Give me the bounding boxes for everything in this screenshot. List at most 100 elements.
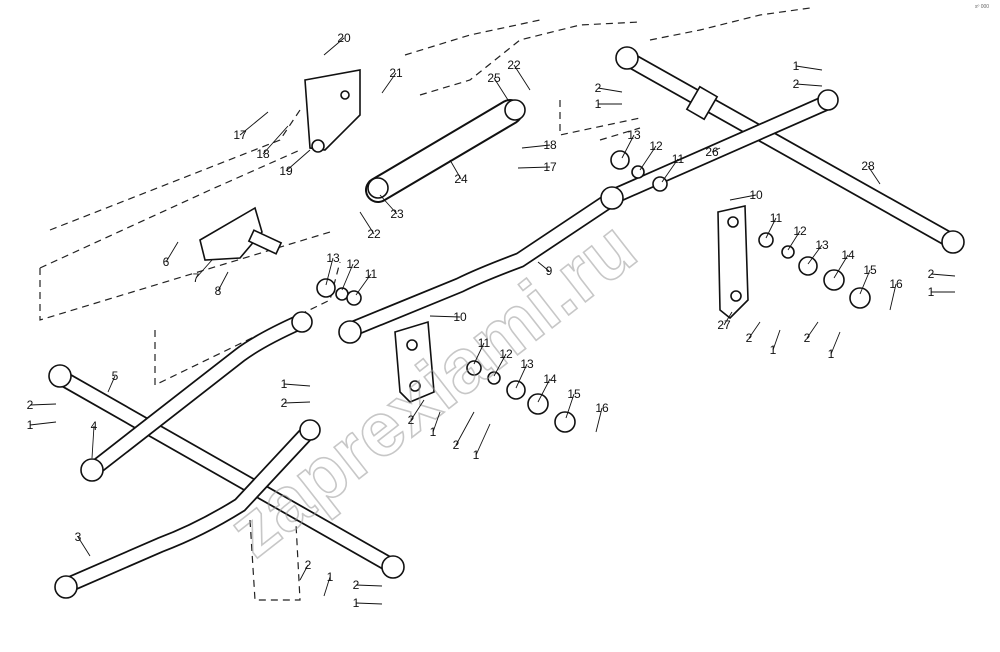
callout-c25: 25 <box>487 71 501 85</box>
power-cylinder-24 <box>365 99 526 203</box>
bushing-set-center <box>466 360 576 433</box>
leader-line-c16a <box>889 283 897 311</box>
leader-line-c17a <box>239 111 269 136</box>
leader-line-c12d <box>493 353 507 377</box>
callout-c17b: 17 <box>543 160 557 174</box>
leader-line-c11b <box>661 158 679 183</box>
callout-c2f: 2 <box>408 413 415 427</box>
leader-line-c1e <box>830 331 841 355</box>
leader-line-c4 <box>91 425 95 459</box>
leader-line-c1d <box>772 329 781 351</box>
callout-c16b: 16 <box>595 401 609 415</box>
leader-line-c13c <box>807 244 823 265</box>
callout-c28: 28 <box>861 159 875 173</box>
callout-c22b: 22 <box>367 227 381 241</box>
callout-c1i: 1 <box>281 377 288 391</box>
callout-c2h: 2 <box>27 398 34 412</box>
drag-link-26 <box>602 89 839 206</box>
leader-line-c1i <box>283 383 311 387</box>
leader-line-c12a <box>341 263 354 291</box>
leader-line-c20 <box>323 37 345 56</box>
callout-c1b: 1 <box>793 59 800 73</box>
leader-line-c1g <box>475 423 491 456</box>
leader-line-c15a <box>859 269 871 295</box>
leader-line-c2b <box>795 83 823 87</box>
idler-arm <box>394 320 435 403</box>
callout-c23: 23 <box>390 207 404 221</box>
callout-c11a: 11 <box>365 267 378 281</box>
corner-mark: sº 000 <box>975 4 989 10</box>
leader-line-c11c <box>765 217 777 239</box>
bushing-set-upper <box>610 150 668 192</box>
callout-c18b: 18 <box>543 138 557 152</box>
leader-line-c1f <box>432 411 441 433</box>
callout-c15a: 15 <box>863 263 877 277</box>
callout-c26: 26 <box>705 145 719 159</box>
leader-line-c9 <box>537 261 550 272</box>
callout-c16a: 16 <box>889 277 903 291</box>
callout-c15b: 15 <box>567 387 581 401</box>
callout-c1d: 1 <box>770 343 777 357</box>
leader-line-c1k <box>355 602 383 605</box>
leader-line-c18b <box>521 144 551 149</box>
callout-c14b: 14 <box>543 372 557 386</box>
leader-line-c3 <box>77 536 91 557</box>
callout-c11b: 11 <box>672 152 685 166</box>
callout-c1e: 1 <box>828 347 835 361</box>
leader-line-c2d <box>748 321 761 339</box>
leader-line-c27 <box>723 311 733 326</box>
callout-c4: 4 <box>91 419 98 433</box>
leader-line-c22b <box>359 211 375 235</box>
callout-c13a: 13 <box>326 251 340 265</box>
callout-c6: 6 <box>163 255 170 269</box>
tie-rod-4 <box>80 311 313 482</box>
callout-c2j: 2 <box>305 558 312 572</box>
pitman-arm-27 <box>717 205 749 320</box>
callout-c2e: 2 <box>804 331 811 345</box>
callout-c21: 21 <box>389 66 403 80</box>
callout-c1h: 1 <box>27 418 34 432</box>
callout-c11d: 11 <box>478 336 491 350</box>
leader-line-c12b <box>639 145 657 171</box>
callout-c5: 5 <box>112 369 119 383</box>
callout-c24: 24 <box>454 172 468 186</box>
leader-line-c13a <box>325 257 334 286</box>
bracket-19 <box>304 69 361 153</box>
callout-c8: 8 <box>215 284 222 298</box>
leader-line-c2c <box>930 273 956 277</box>
leader-line-c16b <box>595 407 603 433</box>
leader-line-c2h <box>29 403 57 406</box>
callout-c14a: 14 <box>841 248 855 262</box>
leader-line-c28 <box>867 165 881 185</box>
callout-c12a: 12 <box>346 257 360 271</box>
leader-line-c2g <box>455 411 475 446</box>
leader-line-c2e <box>806 321 819 339</box>
bracket-7 <box>199 206 283 261</box>
callout-c7: 7 <box>193 271 200 285</box>
callout-c27: 27 <box>717 318 731 332</box>
leader-line-c1j <box>323 576 331 597</box>
leader-line-c7 <box>195 259 213 279</box>
callout-c17a: 17 <box>233 128 247 142</box>
leader-line-c22a <box>513 64 531 91</box>
leader-line-c2a <box>597 87 623 93</box>
callout-c22a: 22 <box>507 58 521 72</box>
callout-c11c: 11 <box>770 211 783 225</box>
callout-c1a: 1 <box>595 97 602 111</box>
callout-c13d: 13 <box>520 357 534 371</box>
leader-line-c26 <box>711 147 721 153</box>
callout-c2d: 2 <box>746 331 753 345</box>
leader-line-c24 <box>449 159 462 180</box>
leader-line-c19 <box>285 149 311 172</box>
callout-c2b: 2 <box>793 77 800 91</box>
callout-c2k: 2 <box>353 578 360 592</box>
frame-outline <box>39 7 811 601</box>
callout-c1g: 1 <box>473 448 480 462</box>
leader-line-c1h <box>29 421 57 426</box>
callout-c2i: 2 <box>281 396 288 410</box>
callout-c1f: 1 <box>430 425 437 439</box>
leader-line-c8 <box>217 271 229 292</box>
callout-c13b: 13 <box>627 128 641 142</box>
